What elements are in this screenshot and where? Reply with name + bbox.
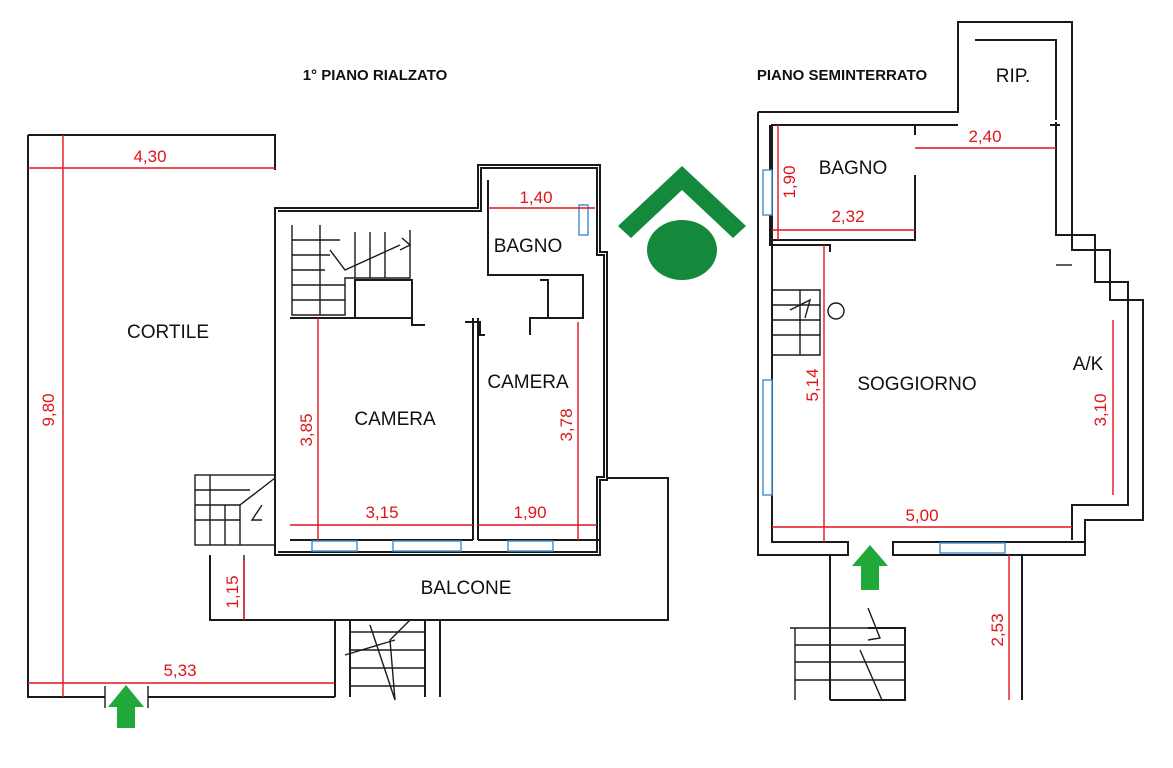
indoor-staircase: [291, 225, 412, 316]
room-label-cortile: CORTILE: [127, 322, 209, 343]
dim-bagno-width: 1,40: [519, 188, 552, 207]
dim-rip-width: 2,40: [968, 127, 1001, 146]
dim-stair-height: 2,53: [988, 613, 1007, 646]
window-soggiorno-front: [939, 542, 1006, 554]
dim-bagno-b-height: 1,90: [780, 165, 799, 198]
dim-balcone-depth: 1,15: [223, 575, 242, 608]
room-label-balcone: BALCONE: [421, 578, 512, 599]
exterior-staircase: [334, 619, 441, 701]
window-bagno: [578, 204, 589, 236]
entrance-arrow-icon: [852, 545, 888, 590]
dim-cortile-bottom: 5,33: [163, 661, 196, 680]
window-camera-3: [507, 540, 554, 552]
dim-cortile-width: 4,30: [133, 147, 166, 166]
raised-floor-title: 1° PIANO RIALZATO: [303, 67, 448, 84]
room-label-ak: A/K: [1073, 354, 1104, 375]
dim-camera-main-width: 3,15: [365, 503, 398, 522]
basement-apartment-walls: [757, 21, 1144, 556]
basement-exterior-staircase: [790, 555, 1023, 701]
dim-ak-height: 3,10: [1091, 393, 1110, 426]
basement-indoor-staircase: [772, 289, 845, 356]
window-camera-2: [392, 540, 462, 552]
room-label-rip: RIP.: [996, 66, 1031, 87]
dim-camera-small-width: 1,90: [513, 503, 546, 522]
room-label-bagno-basement: BAGNO: [819, 158, 888, 179]
room-label-bagno-raised: BAGNO: [494, 236, 563, 257]
dim-bagno-b-width: 2,32: [831, 207, 864, 226]
room-label-camera-small: CAMERA: [487, 372, 569, 393]
dim-cortile-height: 9,80: [39, 393, 58, 426]
dim-camera-main-height: 3,85: [297, 413, 316, 446]
courtyard-staircase: [194, 474, 276, 546]
dim-soggiorno-width: 5,00: [905, 506, 938, 525]
window-camera-1: [311, 540, 358, 552]
raised-apartment-walls: [274, 164, 608, 556]
cortile-area: CORTILE: [27, 134, 335, 708]
dim-soggiorno-height: 5,14: [803, 368, 822, 401]
house-logo-icon: [618, 166, 746, 280]
entrance-arrow-icon: [108, 685, 144, 728]
basement-floor-title: PIANO SEMINTERRATO: [757, 67, 928, 84]
window-bagno-basement: [762, 169, 773, 216]
window-soggiorno-side: [762, 379, 773, 496]
dim-camera-small-height: 3,78: [557, 408, 576, 441]
room-label-soggiorno: SOGGIORNO: [857, 374, 976, 395]
room-label-camera-main: CAMERA: [354, 409, 436, 430]
